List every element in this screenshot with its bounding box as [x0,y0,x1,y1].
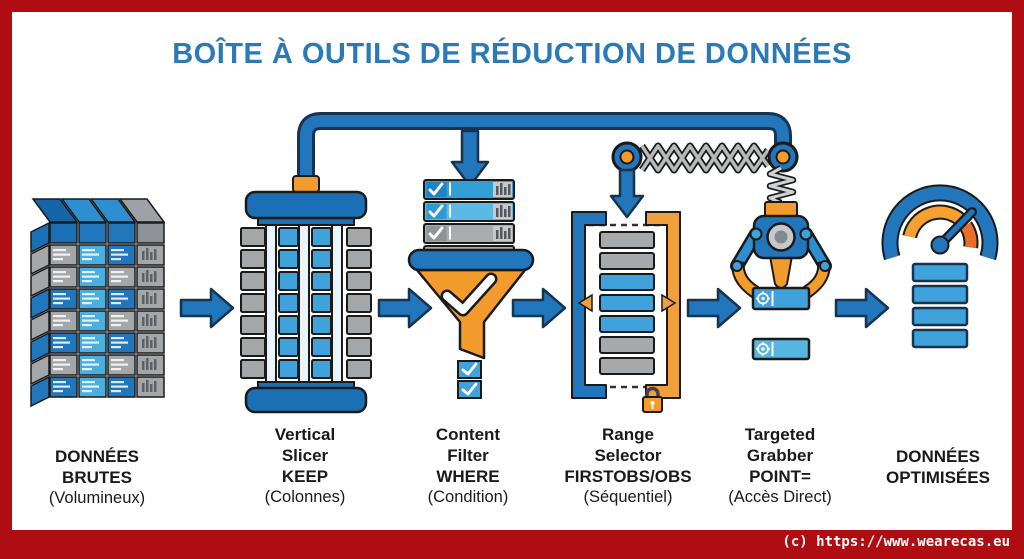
bracket-selector-icon [571,211,681,413]
label-line: FIRSTOBS/OBS [564,467,692,486]
label-subline: (Séquentiel) [583,488,673,506]
vertical-slicer-icon [240,175,372,414]
label-line: OPTIMISÉES [886,468,990,487]
stage-label-targeted-grabber: Targeted Grabber POINT= (Accès Direct) [685,424,875,508]
flow-arrow-icon [686,287,742,329]
label-line: Targeted [744,425,816,444]
claw-grabber-icon [730,165,832,361]
label-line: Selector [594,446,662,465]
flow-arrow-icon [834,287,890,329]
gauge-icon [881,184,999,349]
stage-label-range-selector: Range Selector FIRSTOBS/OBS (Séquentiel) [533,424,723,508]
grabbed-record-bar [751,286,811,311]
label-subline: (Colonnes) [264,488,346,506]
scissor-mechanism-icon [639,142,771,174]
label-line: Content [435,425,501,444]
target-record-bar [751,337,811,361]
label-line: Filter [447,446,489,465]
label-line: Range [602,425,654,444]
label-line: Grabber [746,446,814,465]
stage-label-vertical-slicer: Vertical Slicer KEEP (Colonnes) [210,424,400,508]
down-arrow-icon [450,129,490,188]
pipe-assembly [297,112,799,219]
flow-arrow-icon [511,287,567,329]
stage-label-optimized-data: DONNÉES OPTIMISÉES [843,446,1024,488]
label-line: KEEP [281,467,329,486]
stage-label-content-filter: Content Filter WHERE (Condition) [373,424,563,508]
optimized-data-stack-icon [911,262,969,349]
flow-arrows [179,287,890,329]
copyright-notice: (c) https://www.wearecas.eu [782,534,1010,550]
label-subline: (Accès Direct) [728,488,832,506]
padlock-icon [642,386,663,413]
label-subline: (Condition) [427,488,509,506]
label-line: Slicer [281,446,329,465]
label-line: POINT= [749,467,811,486]
flow-arrow-icon [179,287,235,329]
stage-label-raw-data: DONNÉES BRUTES (Volumineux) [2,446,192,509]
page-title: BOÎTE À OUTILS DE RÉDUCTION DE DONNÉES [172,38,852,70]
funnel-filter-icon [407,179,535,399]
label-line: WHERE [436,467,500,486]
label-line: Vertical [274,425,336,444]
label-line: DONNÉES [54,447,140,466]
label-line: BRUTES [62,468,132,487]
flow-arrow-icon [377,287,433,329]
label-line: DONNÉES [895,447,981,466]
data-cube-stack-icon [30,198,166,408]
label-subline: (Volumineux) [48,489,146,507]
down-arrow-icon [609,168,645,219]
